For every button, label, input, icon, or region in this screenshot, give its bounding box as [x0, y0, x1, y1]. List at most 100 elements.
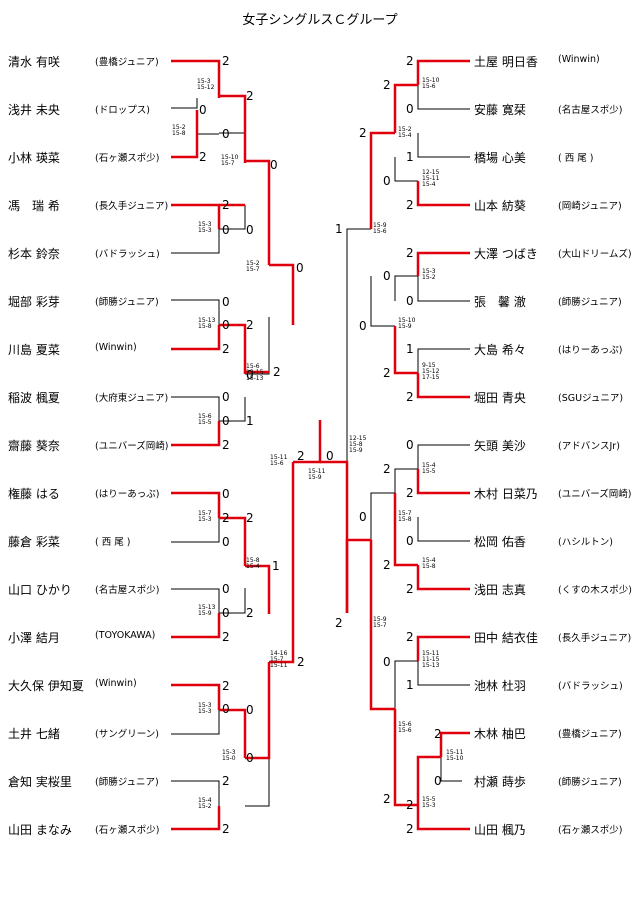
win-count: 2 [297, 655, 305, 669]
win-count: 0 [222, 318, 230, 332]
win-count: 2 [335, 616, 343, 630]
match-score: 15-4 15-8 [422, 557, 436, 570]
win-count: 2 [222, 774, 230, 788]
player-name: 池林 杜羽 [474, 679, 526, 693]
right-win-lines [320, 59, 470, 831]
player-name: 大島 希々 [474, 343, 526, 357]
win-count: 2 [297, 449, 305, 463]
player-club: (師勝ジュニア) [558, 297, 622, 308]
win-count: 0 [246, 751, 254, 765]
win-count: 0 [296, 261, 304, 275]
match-score: 12-15 15-11 15-4 [422, 169, 440, 188]
win-count: 2 [222, 822, 230, 836]
player-club: (はりーあっぷ) [558, 345, 623, 356]
match-score: 15-6 15-6 [398, 721, 412, 734]
win-count: 1 [246, 414, 254, 428]
win-count: 2 [222, 679, 230, 693]
win-count: 2 [406, 246, 414, 260]
win-count: 0 [383, 269, 391, 283]
match-score: 12-15 15-8 15-9 [349, 435, 367, 454]
match-score: 9-15 15-12 17-15 [422, 362, 440, 381]
player-club: (豊橋ジュニア) [558, 729, 622, 740]
win-count: 2 [406, 630, 414, 644]
player-name: 杉本 鈴奈 [8, 247, 60, 261]
player-club: (バドラッシュ) [558, 681, 623, 692]
match-score: 15-7 15-8 [398, 510, 412, 523]
player-name: 浅田 志真 [474, 583, 526, 597]
player-club: (名古屋スポ少) [558, 105, 623, 116]
win-count: 0 [222, 414, 230, 428]
win-count: 2 [406, 798, 414, 812]
win-count: 2 [222, 630, 230, 644]
win-count: 0 [222, 487, 230, 501]
match-score: 15-9 15-6 [373, 222, 387, 235]
win-count: 2 [383, 792, 391, 806]
match-score: 15-7 15-3 [198, 510, 212, 523]
win-count: 0 [359, 510, 367, 524]
win-count: 2 [246, 606, 254, 620]
match-score: 15-11 11-15 15-13 [422, 650, 440, 669]
win-count: 2 [222, 511, 230, 525]
win-count: 0 [434, 774, 442, 788]
win-count: 0 [222, 702, 230, 716]
win-count: 2 [273, 365, 281, 379]
win-count: 0 [246, 368, 254, 382]
player-club: (アドバンスJr) [558, 441, 620, 452]
win-count: 2 [199, 150, 207, 164]
player-name: 権藤 はる [8, 487, 60, 501]
match-score: 15-11 15-6 [270, 454, 288, 467]
match-score: 15-4 15-2 [198, 797, 212, 810]
player-name: 稲波 楓夏 [8, 391, 60, 405]
match-score: 15-4 15-5 [422, 462, 436, 475]
match-score: 15-11 15-9 [308, 468, 326, 481]
player-club: (ドロップス) [95, 105, 150, 116]
player-name: 堀部 彩芽 [8, 295, 60, 309]
match-score: 15-3 15-3 [198, 221, 212, 234]
match-score: 15-2 15-4 [398, 126, 412, 139]
player-club: (大府東ジュニア) [95, 393, 169, 404]
player-club: (Winwin) [558, 54, 600, 65]
player-club: (石ヶ瀬スポ少) [558, 825, 623, 836]
win-count: 2 [222, 198, 230, 212]
player-club: (長久手ジュニア) [95, 201, 169, 212]
player-club: (師勝ジュニア) [95, 777, 159, 788]
match-score: 15-5 15-3 [422, 796, 436, 809]
player-club: (Winwin) [95, 678, 137, 689]
player-name: 大澤 つばき [474, 247, 538, 261]
win-count: 0 [222, 390, 230, 404]
match-score: 15-10 15-7 [221, 154, 239, 167]
win-count: 2 [222, 438, 230, 452]
player-name: 土井 七緒 [8, 727, 60, 741]
player-club: (バドラッシュ) [95, 249, 160, 260]
win-count: 2 [359, 126, 367, 140]
match-score: 15-3 15-3 [198, 702, 212, 715]
win-count: 0 [406, 534, 414, 548]
match-score: 15-3 15-0 [222, 749, 236, 762]
player-club: (石ヶ瀬スポ少) [95, 825, 160, 836]
win-count: 2 [406, 198, 414, 212]
win-count: 2 [383, 78, 391, 92]
match-score: 15-9 15-7 [373, 616, 387, 629]
win-count: 0 [406, 438, 414, 452]
player-name: 倉知 実桜里 [8, 775, 72, 789]
player-name: 村瀬 蒔歩 [474, 775, 526, 789]
page-title: 女子シングルスＣグループ [242, 13, 398, 28]
player-name: 浅井 未央 [8, 103, 60, 117]
win-count: 2 [406, 390, 414, 404]
win-count: 2 [406, 822, 414, 836]
win-count: 0 [383, 655, 391, 669]
player-name: 安藤 寛栞 [474, 103, 526, 117]
match-score: 15-13 15-9 [198, 604, 216, 617]
match-score: 14-16 15-7 15-11 [270, 650, 288, 669]
player-club: (サングリーン) [95, 729, 159, 740]
win-count: 0 [270, 158, 278, 172]
player-name: 張 馨 澈 [474, 295, 526, 309]
win-count: 0 [383, 174, 391, 188]
win-count: 1 [406, 150, 414, 164]
left-win-lines [171, 59, 322, 831]
player-club: (名古屋スポ少) [95, 585, 160, 596]
right-loss-lines [346, 85, 470, 782]
win-count: 1 [406, 342, 414, 356]
player-club: (くすの木スポ少) [558, 585, 632, 596]
